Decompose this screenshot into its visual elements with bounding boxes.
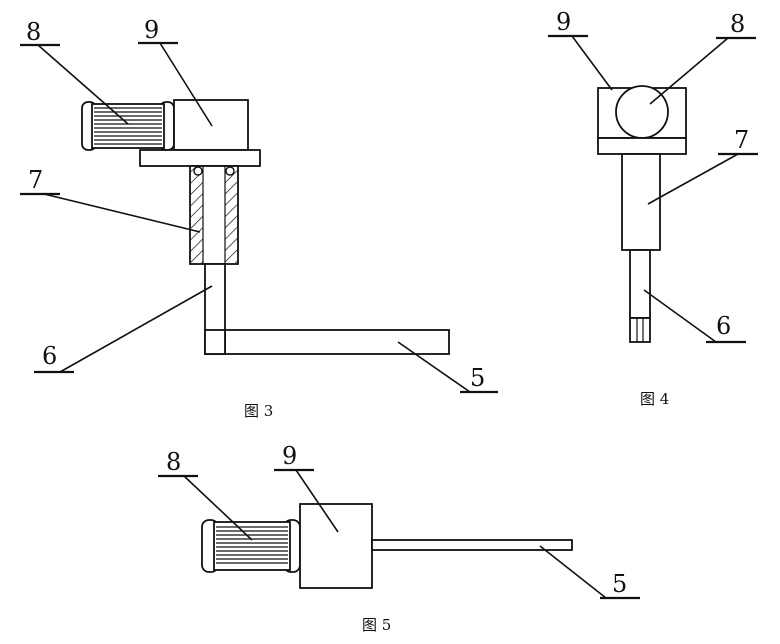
gearbox-9 [299, 503, 373, 589]
fig3-label-5: 5 [470, 364, 485, 392]
sleeve-7 [621, 153, 661, 251]
fig3-label-9: 9 [144, 16, 159, 44]
figure-4: 9 8 7 6 图 4 [548, 8, 758, 408]
fig3-label-6: 6 [42, 342, 57, 370]
fig3-caption: 图 3 [244, 402, 273, 420]
arm-end [629, 317, 651, 343]
arm-5 [224, 329, 450, 355]
motor-8 [81, 101, 175, 151]
fig4-label-9: 9 [556, 8, 571, 36]
fig5-label-5: 5 [612, 570, 627, 598]
fig4-label-7: 7 [734, 126, 749, 154]
fig4-label-6: 6 [716, 312, 731, 340]
fig3-label-8: 8 [26, 18, 41, 46]
fig4-caption: 图 4 [640, 390, 669, 408]
figure-5: 8 9 5 图 5 [158, 442, 640, 634]
shaft-elbow [204, 329, 226, 355]
arm-5 [371, 539, 573, 551]
fig5-caption: 图 5 [362, 616, 391, 634]
fig5-label-9: 9 [282, 442, 297, 470]
sleeve-7 [189, 165, 239, 265]
mount-plate [597, 137, 687, 155]
figure-3: 8 9 7 6 5 图 3 [20, 16, 498, 420]
mount-plate [139, 149, 261, 167]
shaft-6 [629, 249, 651, 319]
fig4-label-8: 8 [730, 10, 745, 38]
fig3-label-7: 7 [28, 166, 43, 194]
motor-8 [201, 519, 301, 573]
motor-8-end [615, 85, 669, 139]
fig5-label-8: 8 [166, 448, 181, 476]
